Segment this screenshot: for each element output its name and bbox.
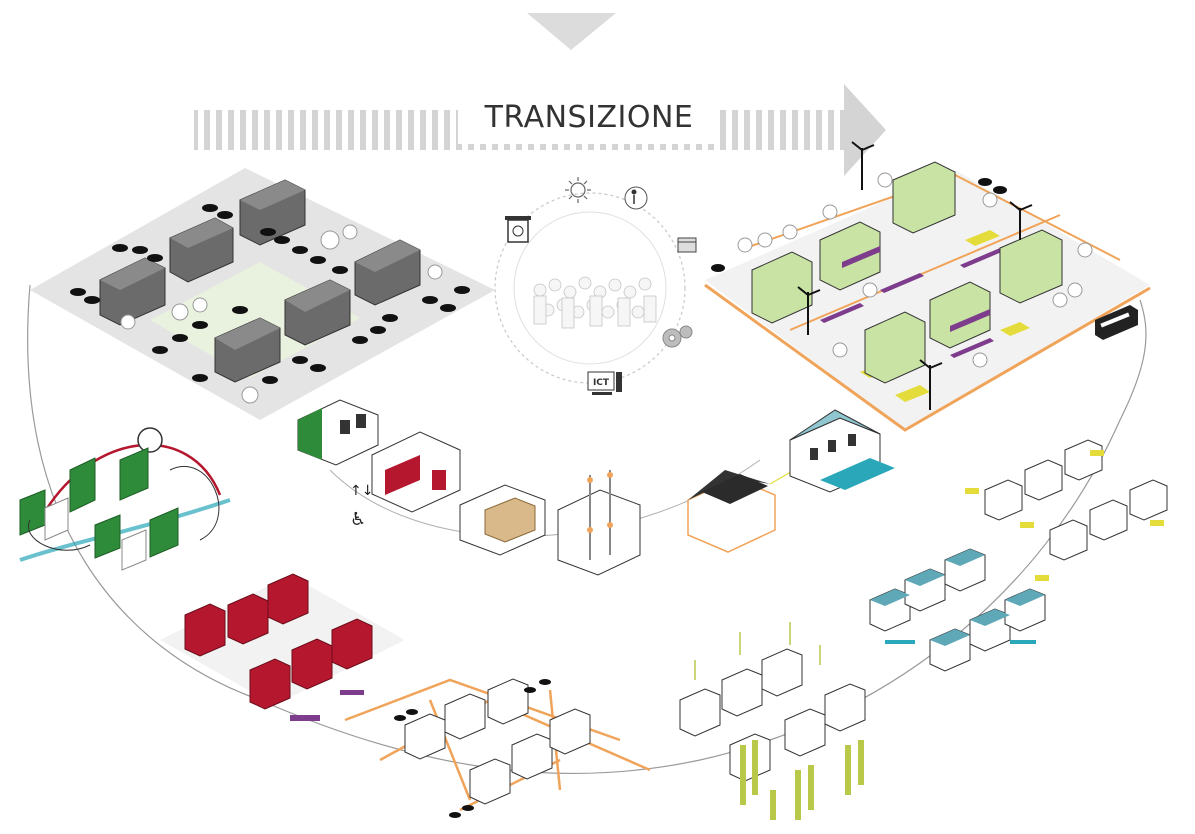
orange-grid-scene bbox=[344, 678, 651, 818]
ict-computer-icon: ICT bbox=[587, 371, 622, 395]
insulation-module bbox=[459, 484, 546, 556]
green-corridor-scene bbox=[19, 427, 231, 571]
bus-icon bbox=[1095, 305, 1138, 340]
teal-roof-module bbox=[789, 409, 895, 493]
recycle-bin-icon bbox=[505, 216, 531, 243]
transition-path bbox=[27, 284, 1147, 775]
elevator-icon: ↑↓ bbox=[350, 483, 373, 499]
red-accessibility-module: ↑↓ ♿ bbox=[350, 431, 461, 530]
wheelchair-icon: ♿ bbox=[350, 509, 366, 530]
wind-turbine-icon bbox=[797, 141, 1033, 410]
sun-icon bbox=[565, 177, 591, 203]
car-dominated-block bbox=[30, 168, 495, 420]
down-arrow-icon bbox=[527, 13, 616, 50]
retrofit-sequence: ↑↓ ♿ bbox=[297, 399, 895, 576]
green-module bbox=[297, 399, 379, 466]
wind-energy-scene bbox=[679, 622, 866, 820]
red-housing-scene bbox=[160, 573, 405, 721]
plumbing-module bbox=[557, 470, 641, 576]
svg-text:ICT: ICT bbox=[593, 378, 610, 388]
people-icon bbox=[624, 186, 648, 210]
community-cycle: ICT bbox=[494, 177, 697, 395]
diagram-title: TRANSIZIONE bbox=[484, 100, 694, 135]
green-sustainable-block bbox=[704, 141, 1151, 432]
window-icon bbox=[677, 237, 697, 253]
yellow-accent-scene bbox=[965, 439, 1168, 581]
teal-roof-scene bbox=[869, 548, 1046, 672]
gears-icon bbox=[662, 325, 693, 348]
